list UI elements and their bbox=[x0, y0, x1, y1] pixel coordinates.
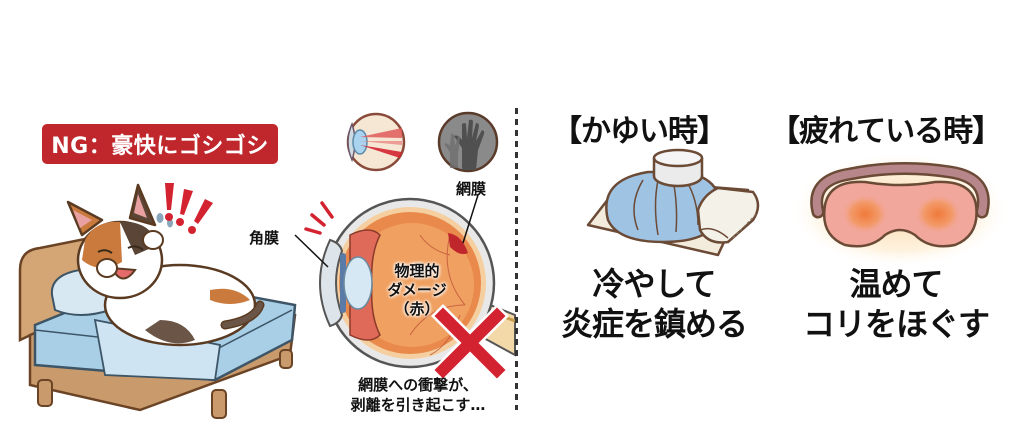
cooling-remedy-text: 冷やして 炎症を鎮める bbox=[548, 264, 760, 344]
cornea-label: 角膜 bbox=[249, 229, 280, 247]
crying-cat-in-bed-icon bbox=[18, 183, 297, 419]
caption-line-2: 剥離を引き起こす… bbox=[350, 396, 486, 414]
warming-line-1: 温めて bbox=[849, 265, 943, 303]
cooling-line-2: 炎症を鎮める bbox=[560, 305, 748, 343]
cooling-line-1: 冷やして bbox=[592, 265, 716, 303]
damage-line-2: ダメージ bbox=[387, 281, 447, 299]
eye-light-diagram-icon bbox=[346, 112, 406, 172]
physical-damage-label: 物理的 ダメージ （赤） bbox=[372, 262, 462, 319]
damage-line-3: （赤） bbox=[394, 300, 440, 318]
ng-badge: NG：豪快にゴシゴシ bbox=[42, 124, 278, 164]
retina-impact-caption: 網膜への衝撃が、 剥離を引き起こす… bbox=[318, 375, 518, 415]
exclamation-marks-icon bbox=[165, 183, 213, 234]
retina-label: 網膜 bbox=[456, 180, 487, 198]
blurred-hand-vision-icon bbox=[437, 111, 499, 173]
ice-bag-and-towel-icon bbox=[586, 148, 760, 257]
itchy-heading: 【かゆい時】 bbox=[552, 114, 727, 149]
tired-heading: 【疲れている時】 bbox=[770, 114, 1002, 149]
damage-line-1: 物理的 bbox=[394, 262, 440, 280]
red-x-icon bbox=[430, 303, 510, 383]
warming-line-2: コリをほぐす bbox=[802, 305, 990, 343]
caption-line-1: 網膜への衝撃が、 bbox=[358, 376, 478, 394]
warm-eye-mask-icon bbox=[790, 152, 1010, 268]
warming-remedy-text: 温めて コリをほぐす bbox=[790, 264, 1002, 344]
dashed-divider bbox=[515, 108, 518, 410]
